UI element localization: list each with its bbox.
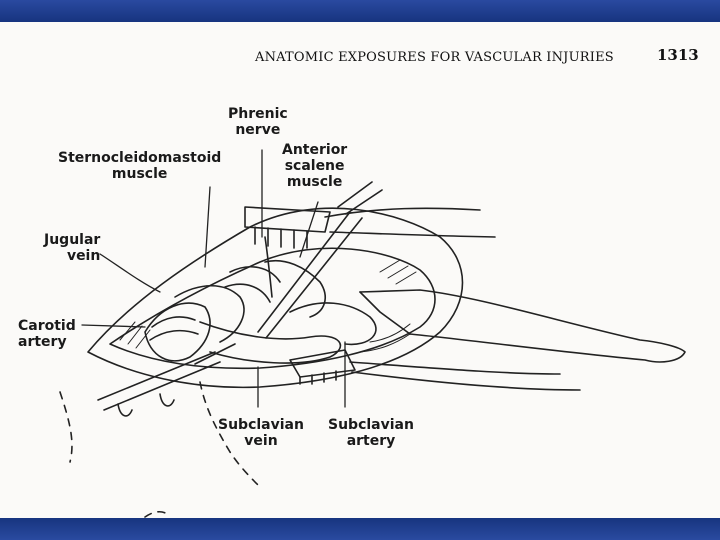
top-retractor (244, 206, 331, 233)
label-subartery-line1: Subclavian (328, 417, 414, 433)
jugular-vein-shape (174, 285, 245, 343)
page-number: 1313 (657, 46, 699, 64)
label-anterior-line1: Anterior (282, 142, 348, 158)
label-subclavian-vein: Subclavian vein (218, 417, 304, 449)
label-jugular-vein: Jugular vein (44, 232, 100, 264)
label-scm-line2: muscle (111, 166, 168, 182)
label-phrenic-line1: Phrenic (228, 106, 288, 122)
subclavian-artery-shape (289, 302, 377, 346)
label-subvein-line2: vein (244, 433, 278, 449)
label-jugular-line2: vein (66, 248, 101, 264)
label-carotid-artery: Carotid artery (18, 318, 76, 350)
label-sternocleidomastoid: Sternocleidomastoid muscle (58, 150, 221, 182)
label-phrenic-line2: nerve (235, 122, 281, 138)
bottom-retractor-handle (349, 361, 581, 391)
top-blue-band (0, 0, 720, 22)
label-anterior-scalene: Anterior scalene muscle (282, 142, 347, 190)
phrenic-nerve-shape (264, 236, 273, 298)
bottom-retractor (289, 349, 356, 378)
right-retractor-arm (359, 289, 686, 363)
label-jugular-line1: Jugular (44, 232, 101, 248)
subclavian-vein-shape (199, 321, 342, 364)
bottom-blue-band (0, 518, 720, 540)
label-phrenic-nerve: Phrenic nerve (228, 106, 288, 138)
label-carotid-line2: artery (18, 334, 67, 350)
label-subartery-line2: artery (346, 433, 396, 449)
leader-scm (204, 186, 211, 268)
wound-edge-inner (109, 247, 436, 370)
incision-outline (87, 207, 464, 389)
leader-anterior (299, 201, 319, 258)
label-anterior-line3: muscle (286, 174, 343, 190)
carotid-artery-shape (144, 302, 211, 362)
label-scm-line1: Sternocleidomastoid (58, 150, 222, 166)
forceps-right (257, 211, 363, 339)
scalene-muscle-shape (264, 259, 326, 318)
label-carotid-line1: Carotid (18, 318, 76, 334)
book-page: ANATOMIC EXPOSURES FOR VASCULAR INJURIES… (0, 22, 720, 518)
leader-carotid (81, 324, 146, 328)
surgical-illustration (59, 149, 686, 518)
label-anterior-line2: scalene (284, 158, 345, 174)
leader-jugular (99, 253, 161, 293)
label-subvein-line1: Subclavian (218, 417, 304, 433)
neck-outline-dashed (59, 391, 73, 463)
running-header: ANATOMIC EXPOSURES FOR VASCULAR INJURIES (255, 50, 614, 65)
forceps-left (97, 351, 221, 411)
label-subclavian-artery: Subclavian artery (328, 417, 414, 449)
